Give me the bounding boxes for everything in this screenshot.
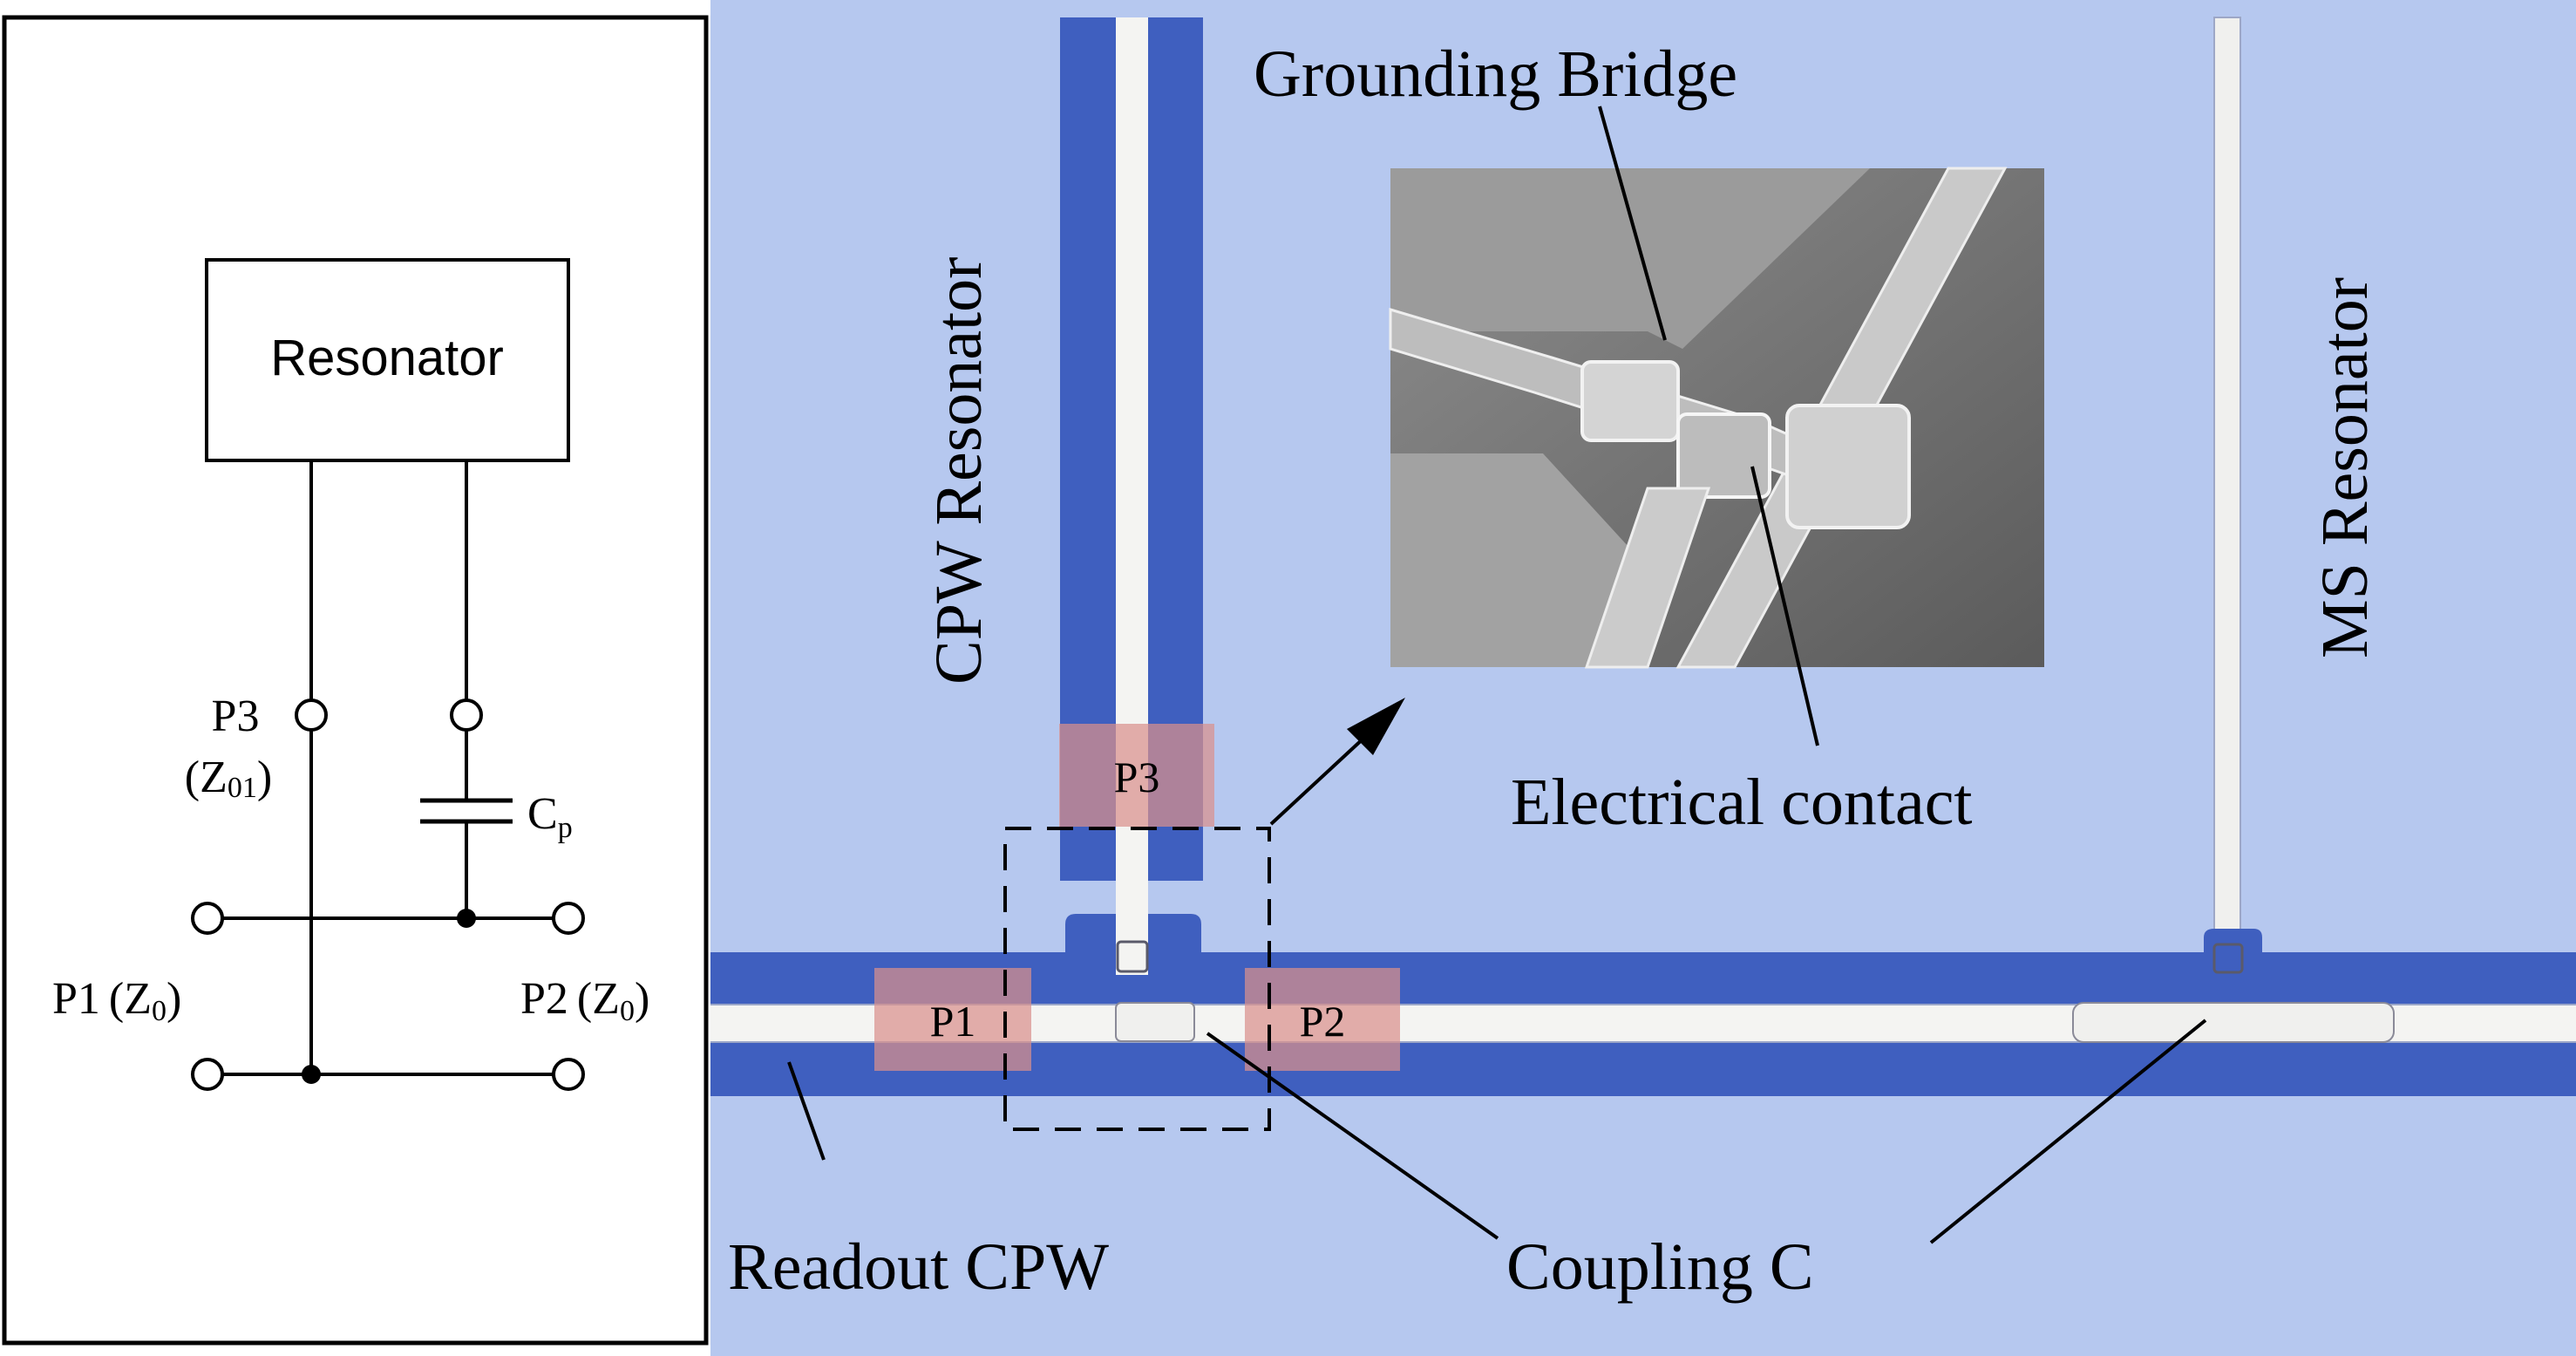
z01-prefix: (Z (185, 753, 228, 802)
ms-resonator-label: MS Resonator (2308, 277, 2382, 658)
p1-paren-open: (Z (109, 974, 152, 1024)
junction-p3 (302, 1065, 321, 1084)
leader-electrical-contact (1750, 466, 1819, 746)
electrical-contact-label: Electrical contact (1511, 766, 1973, 839)
p2-paren-open: (Z (577, 974, 620, 1024)
p2-name: P2 (520, 974, 568, 1024)
ms-coupling-pad (2072, 1002, 2395, 1043)
terminal-p1-bottom (191, 1058, 224, 1091)
resonator-label: Resonator (270, 330, 504, 386)
leader-grounding-bridge (1598, 106, 1667, 341)
schematic-frame (2, 15, 709, 1346)
port-p2-label: P2 (1300, 997, 1346, 1046)
leader-readout-cpw (787, 1061, 826, 1161)
cp-label: Cp (527, 789, 573, 844)
cpw-coupling-pad (1115, 1002, 1195, 1042)
sem-ground-plane (1390, 168, 1870, 349)
p2-paren-close: ) (635, 974, 649, 1024)
terminal-p1-top (191, 902, 224, 935)
zoom-arrow-head (1347, 698, 1405, 755)
z01-label: (Z01) (185, 753, 272, 804)
ms-resonator-line (2213, 17, 2241, 956)
junction-cp (457, 909, 476, 928)
p1-paren-close: ) (167, 974, 181, 1024)
sem-vertical-strip (1584, 487, 1711, 669)
cpw-resonator-label: CPW Resonator (922, 257, 996, 685)
terminal-p2-top (552, 902, 585, 935)
p2-label: P2(Z0) (520, 974, 649, 1027)
zoom-arrow-shaft (1269, 724, 1379, 826)
cpw-coupling-stub (1116, 914, 1148, 975)
terminal-p3 (295, 698, 328, 732)
cp-subscript: p (558, 812, 573, 844)
coupling-label: Coupling C (1506, 1230, 1814, 1304)
sem-inset (1389, 167, 2044, 669)
schematic-panel: Resonator P3 (Z01) Cp P1(Z0) P2(Z0) (2, 15, 709, 1346)
sem-contact-pad (1676, 412, 1771, 499)
zoom-region (1003, 827, 1271, 1131)
cpw-contact-square (1116, 940, 1149, 973)
port-p3-marker (1059, 724, 1214, 827)
p2-subscript: 0 (620, 995, 635, 1027)
cp-main: C (527, 789, 558, 839)
readout-cpw-label: Readout CPW (728, 1230, 1109, 1304)
p1-label: P1(Z0) (52, 974, 181, 1027)
z01-subscript: 01 (228, 772, 257, 804)
p3-label: P3 (212, 692, 260, 741)
terminal-p2-bottom (552, 1058, 585, 1091)
ms-contact-pad (2204, 929, 2262, 968)
resonator-box (205, 258, 570, 462)
leader-coupling-left (1206, 1032, 1499, 1240)
p1-name: P1 (52, 974, 100, 1024)
sem-bridge-pad-left (1580, 360, 1680, 442)
leader-coupling-right (1929, 1019, 2207, 1244)
z01-suffix: ) (257, 753, 272, 802)
port-p3-label: P3 (1114, 753, 1160, 801)
sem-bridge-pad-right (1785, 404, 1911, 529)
terminal-cp (450, 698, 483, 732)
ms-contact-square (2212, 943, 2244, 974)
p1-subscript: 0 (152, 995, 167, 1027)
grounding-bridge-label: Grounding Bridge (1254, 37, 1737, 111)
port-p1-label: P1 (930, 997, 976, 1046)
micrograph-panel: P3 P1 P2 CPW Resonator MS Resonator (710, 0, 2576, 1356)
sem-lower-block (1390, 453, 1639, 667)
